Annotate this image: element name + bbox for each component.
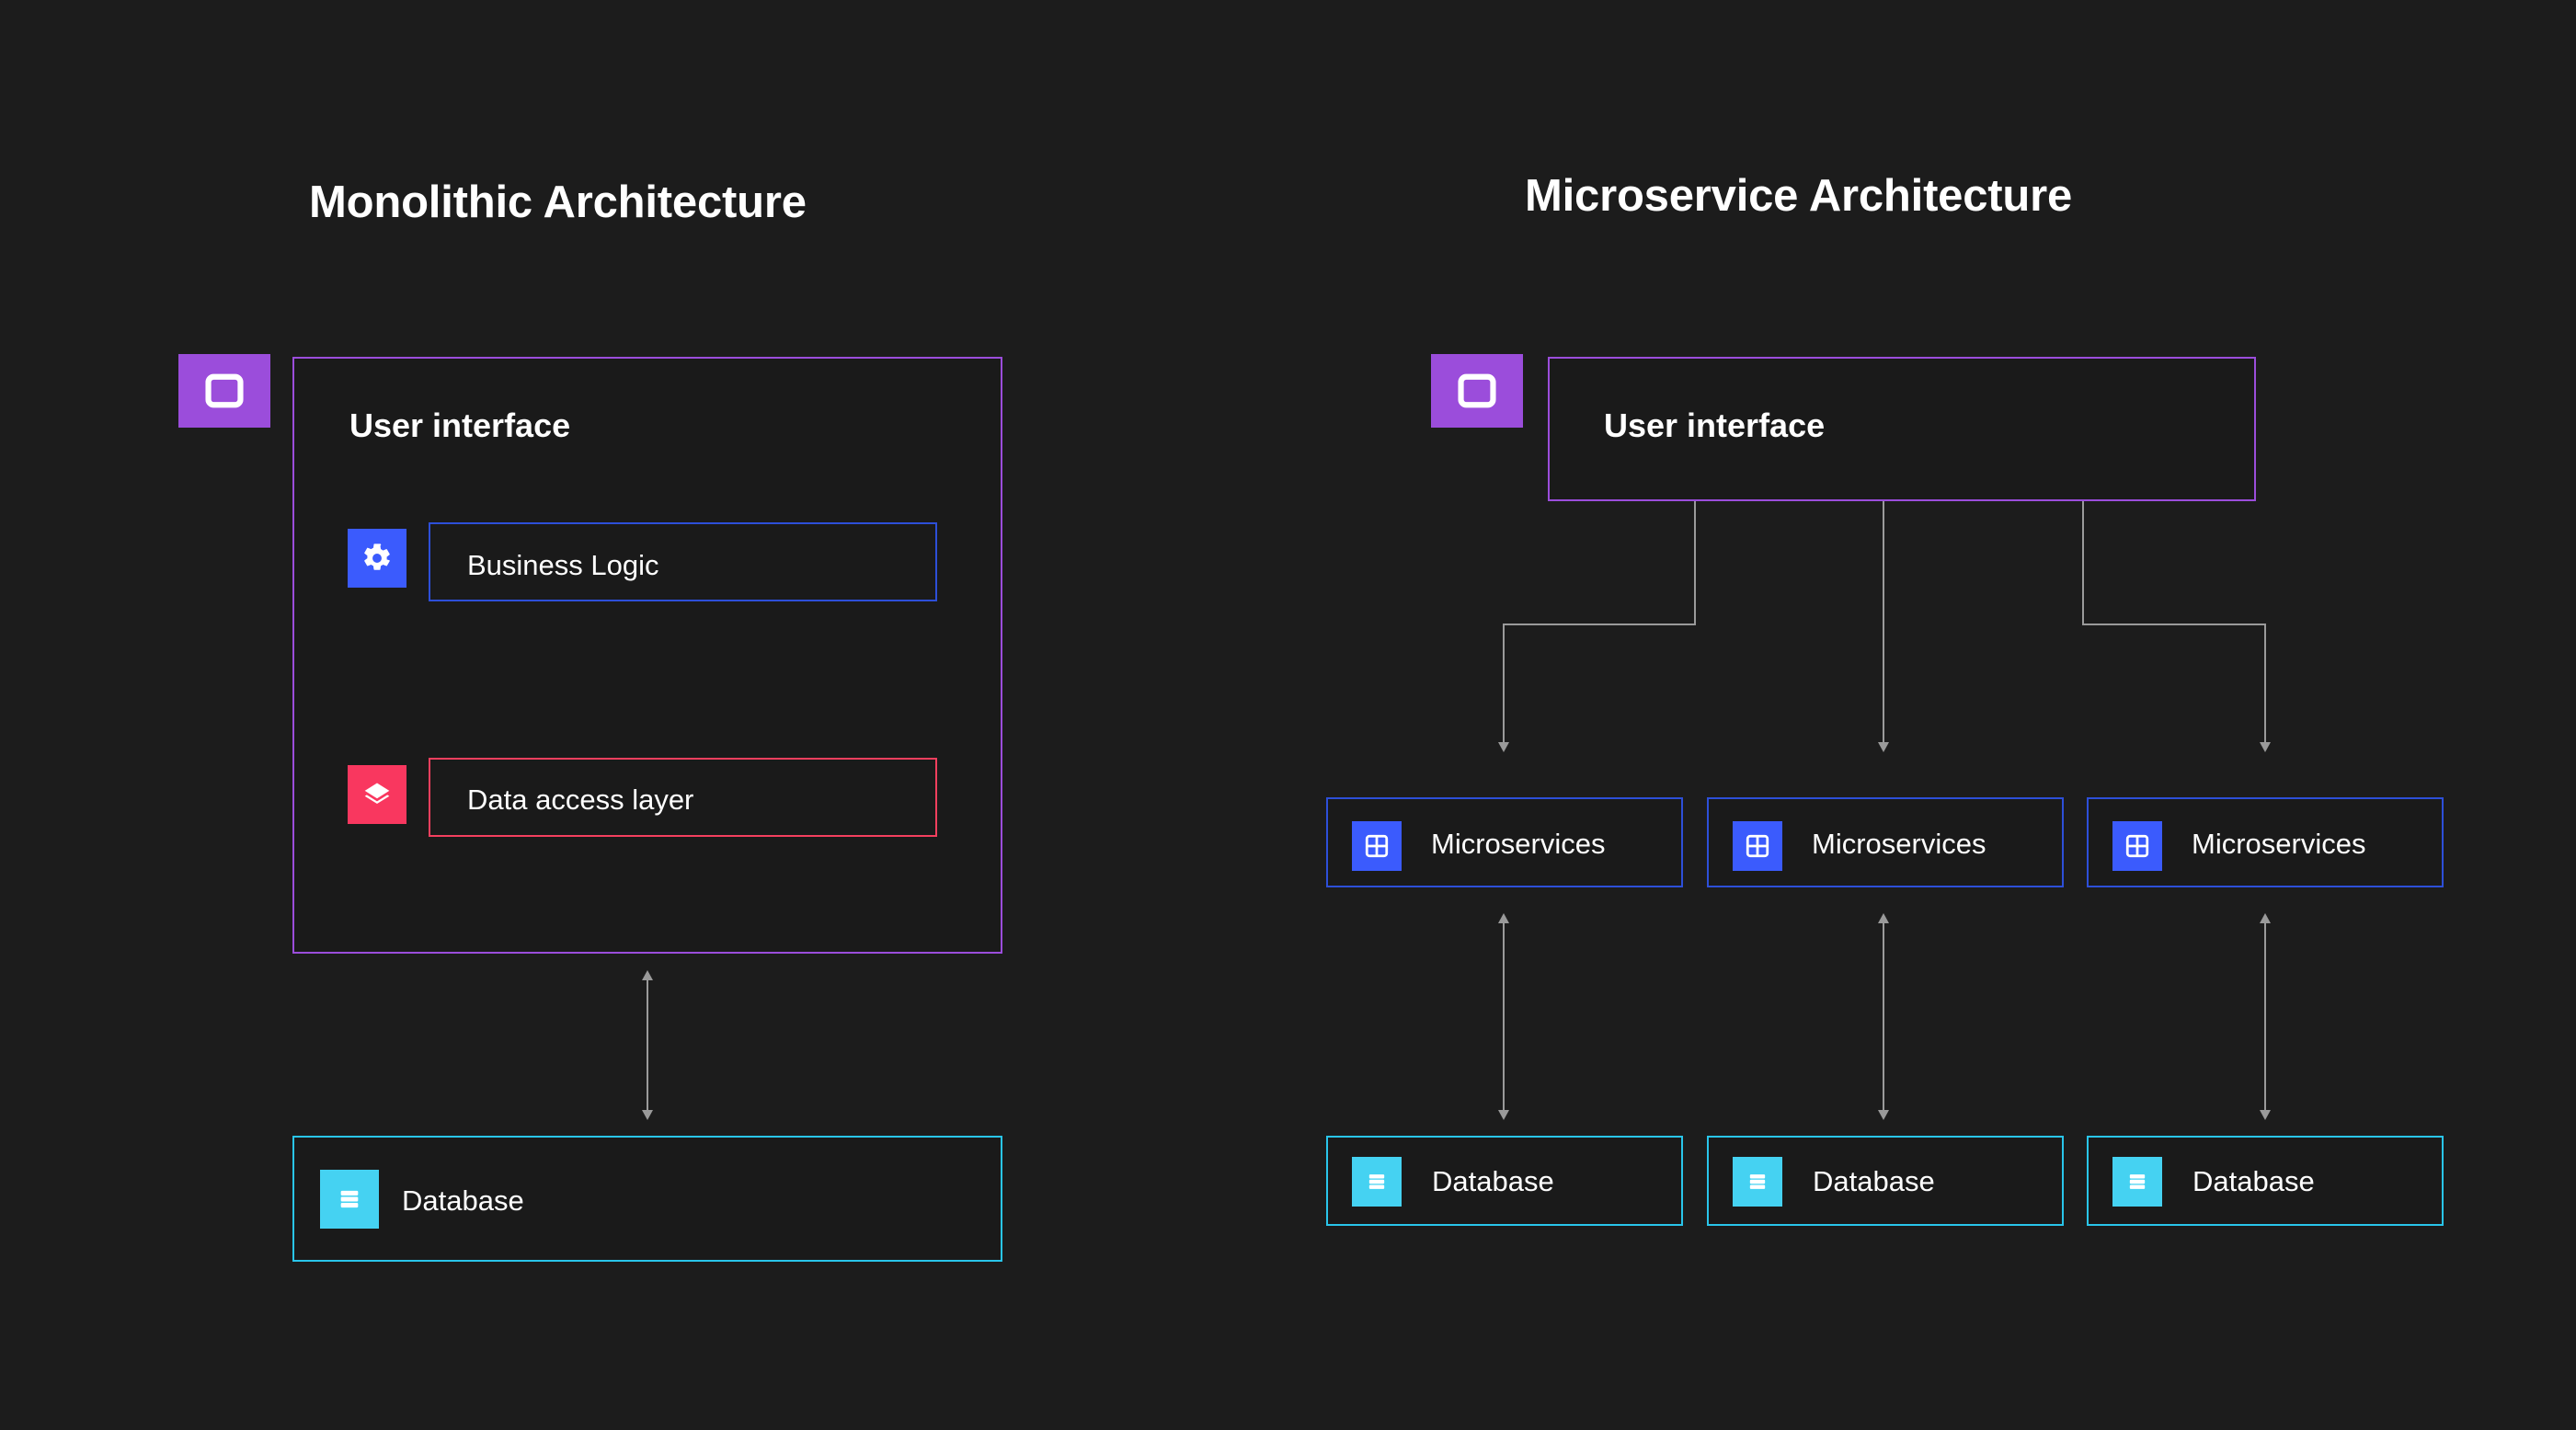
monolith-database-label: Database (402, 1184, 524, 1217)
database-icon-tile-1 (1352, 1157, 1402, 1207)
gear-icon-tile (348, 529, 406, 588)
database-icon-tile-monolith (320, 1170, 379, 1229)
business-logic-label: Business Logic (467, 549, 659, 581)
grid-icon (1744, 832, 1771, 860)
microservices-label-3: Microservices (2192, 828, 2366, 860)
business-logic-box[interactable] (429, 522, 937, 601)
database-label-2: Database (1813, 1165, 1935, 1197)
layers-icon-tile (348, 765, 406, 824)
panel-title-microservice: Microservice Architecture (1525, 171, 2073, 221)
monolith-database-box[interactable] (292, 1136, 1002, 1262)
microservices-label-2: Microservices (1812, 828, 1986, 860)
ui-to-service-3-connector (2082, 501, 2271, 752)
window-icon-tile-monolith (178, 354, 270, 428)
database-icon (1745, 1169, 1770, 1195)
window-icon-tile-microservice (1431, 354, 1523, 428)
data-access-layer-label: Data access layer (467, 784, 694, 816)
monolith-user-interface-box[interactable] (292, 357, 1002, 954)
microservice-user-interface-box[interactable] (1548, 357, 2256, 501)
window-icon (1457, 372, 1497, 409)
database-icon (1364, 1169, 1390, 1195)
monolith-user-interface-label: User interface (349, 406, 571, 444)
layers-icon (361, 779, 393, 810)
database-icon (2124, 1169, 2150, 1195)
grid-icon-tile-3 (2112, 821, 2162, 871)
window-icon (204, 372, 245, 409)
panel-title-monolithic: Monolithic Architecture (309, 177, 807, 227)
database-icon (335, 1184, 364, 1214)
database-icon-tile-3 (2112, 1157, 2162, 1207)
microservices-label-1: Microservices (1431, 828, 1606, 860)
microservices-box-3[interactable] (2087, 797, 2444, 887)
data-access-layer-box[interactable] (429, 758, 937, 837)
grid-icon-tile-2 (1733, 821, 1782, 871)
grid-icon-tile-1 (1352, 821, 1402, 871)
database-label-1: Database (1432, 1165, 1554, 1197)
database-label-3: Database (2192, 1165, 2315, 1197)
microservice-user-interface-label: User interface (1604, 406, 1826, 444)
database-icon-tile-2 (1733, 1157, 1782, 1207)
grid-icon (2124, 832, 2151, 860)
ui-to-service-1-connector (1498, 501, 1696, 752)
gear-icon (361, 543, 393, 574)
grid-icon (1363, 832, 1391, 860)
